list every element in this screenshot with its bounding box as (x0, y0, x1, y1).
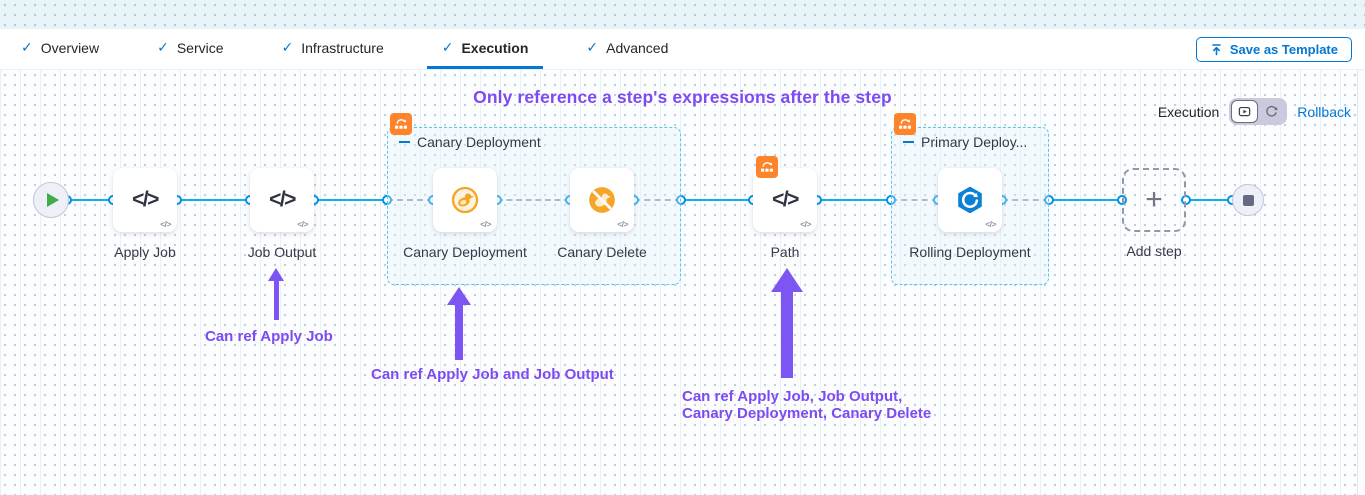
step-label: Apply Job (114, 244, 176, 260)
stage-tab-bar: ✓ Overview ✓ Service ✓ Infrastructure ✓ … (0, 29, 1365, 70)
stop-icon (1242, 194, 1254, 206)
pipeline-end-node (1232, 184, 1264, 216)
execution-mode-label: Execution (1157, 103, 1220, 120)
pipeline-start-node (33, 182, 69, 218)
annotation-ref-four-line1: Can ref Apply Job, Job Output, (682, 388, 903, 405)
code-icon: </> (772, 188, 799, 211)
rollout-strategy-icon (894, 113, 916, 135)
step-label: Job Output (247, 244, 317, 260)
vertical-scrollbar[interactable] (1357, 70, 1365, 495)
pipeline-canvas: Only reference a step's expressions afte… (0, 70, 1365, 495)
annotation-title: Only reference a step's expressions afte… (473, 87, 892, 107)
annotation-ref-apply-job: Can ref Apply Job (205, 328, 333, 345)
canary-delete-icon (589, 187, 615, 213)
connector-line-dashed (634, 199, 681, 201)
step-canary-deployment[interactable]: </> (433, 168, 497, 232)
rollout-strategy-icon (390, 113, 412, 135)
check-icon: ✓ (441, 39, 454, 55)
code-icon: </> (269, 188, 296, 211)
connector-line (681, 199, 753, 201)
group-label: Primary Deploy... (921, 134, 1028, 150)
connector-port-dot (676, 195, 686, 205)
add-step-button[interactable]: + (1122, 168, 1186, 232)
rollout-strategy-icon (756, 156, 778, 178)
step-job-output[interactable]: </> </> (250, 168, 314, 232)
tab-label: Overview (40, 39, 100, 56)
check-icon: ✓ (281, 39, 294, 55)
connector-line (67, 199, 113, 201)
code-icon-mini: </> (297, 219, 308, 229)
check-icon: ✓ (586, 39, 599, 55)
annotation-ref-four-line2: Canary Deployment, Canary Delete (682, 405, 932, 422)
save-as-template-button[interactable]: Save as Template (1195, 37, 1352, 62)
check-icon: ✓ (21, 39, 33, 55)
step-rolling-deployment[interactable]: </> (938, 168, 1002, 232)
connector-line (1049, 199, 1122, 201)
annotation-ref-apply-job-and-output: Can ref Apply Job and Job Output (371, 366, 614, 383)
connector-line (314, 199, 387, 201)
group-header-primary[interactable]: Primary Deploy... (903, 134, 1027, 150)
connector-line (817, 199, 891, 201)
group-label: Canary Deployment (417, 134, 541, 150)
rollback-view-button[interactable] (1258, 100, 1285, 123)
collapse-icon (903, 141, 914, 143)
mode-toggle (1229, 98, 1288, 125)
step-label: Path (770, 244, 800, 260)
tab-overview[interactable]: ✓ Overview (6, 29, 114, 69)
step-label: Canary Deployment (403, 244, 527, 260)
rolling-deployment-icon (958, 186, 982, 214)
connector-port-dot (1044, 195, 1054, 205)
annotation-ref-four: Can ref Apply Job, Job Output, Canary De… (682, 388, 931, 422)
play-icon (47, 193, 59, 207)
connector-line-dashed (891, 199, 938, 201)
execution-view-icon (1239, 106, 1251, 117)
tab-infrastructure[interactable]: ✓ Infrastructure (267, 29, 399, 69)
step-apply-job[interactable]: </> </> (113, 168, 177, 232)
canary-icon (451, 186, 479, 214)
code-icon-mini: </> (160, 219, 171, 229)
connector-line-dashed (497, 199, 570, 201)
rollback-icon (1266, 105, 1278, 117)
code-icon-mini: </> (480, 219, 491, 229)
tab-advanced[interactable]: ✓ Advanced (571, 29, 683, 69)
step-canary-delete[interactable]: </> (570, 168, 634, 232)
connector-line (177, 199, 250, 201)
collapse-icon (399, 141, 410, 143)
tab-label: Execution (461, 39, 529, 56)
group-header-canary[interactable]: Canary Deployment (399, 134, 541, 150)
tab-execution[interactable]: ✓ Execution (426, 29, 544, 69)
tab-label: Service (176, 39, 224, 56)
code-icon-mini: </> (800, 219, 811, 229)
connector-port-dot (1181, 195, 1191, 205)
connector-line-dashed (1002, 199, 1049, 201)
rollback-link[interactable]: Rollback (1297, 103, 1351, 120)
tab-label: Infrastructure (301, 39, 384, 56)
add-step-label: Add step (1126, 243, 1182, 259)
check-icon: ✓ (157, 39, 169, 55)
execution-view-button[interactable] (1231, 100, 1259, 123)
annotation-arrow-path (771, 268, 803, 378)
tab-service[interactable]: ✓ Service (142, 29, 238, 69)
upload-icon (1212, 44, 1221, 56)
connector-line-dashed (387, 199, 433, 201)
connector-line (1186, 199, 1232, 201)
step-path[interactable]: </> </> (753, 168, 817, 232)
code-icon-mini: </> (617, 219, 628, 229)
step-label: Rolling Deployment (909, 244, 1031, 260)
plus-icon: + (1145, 183, 1163, 216)
annotation-arrow-job-output (268, 268, 284, 320)
tab-label: Advanced (606, 39, 669, 56)
code-icon-mini: </> (985, 219, 996, 229)
step-label: Canary Delete (557, 244, 647, 260)
code-icon: </> (132, 188, 159, 211)
canvas-top-strip (0, 0, 1365, 29)
annotation-arrow-canary-deployment (447, 287, 471, 360)
save-as-template-label: Save as Template (1229, 42, 1338, 57)
execution-rollback-switch: Execution Rollback (1158, 98, 1351, 125)
